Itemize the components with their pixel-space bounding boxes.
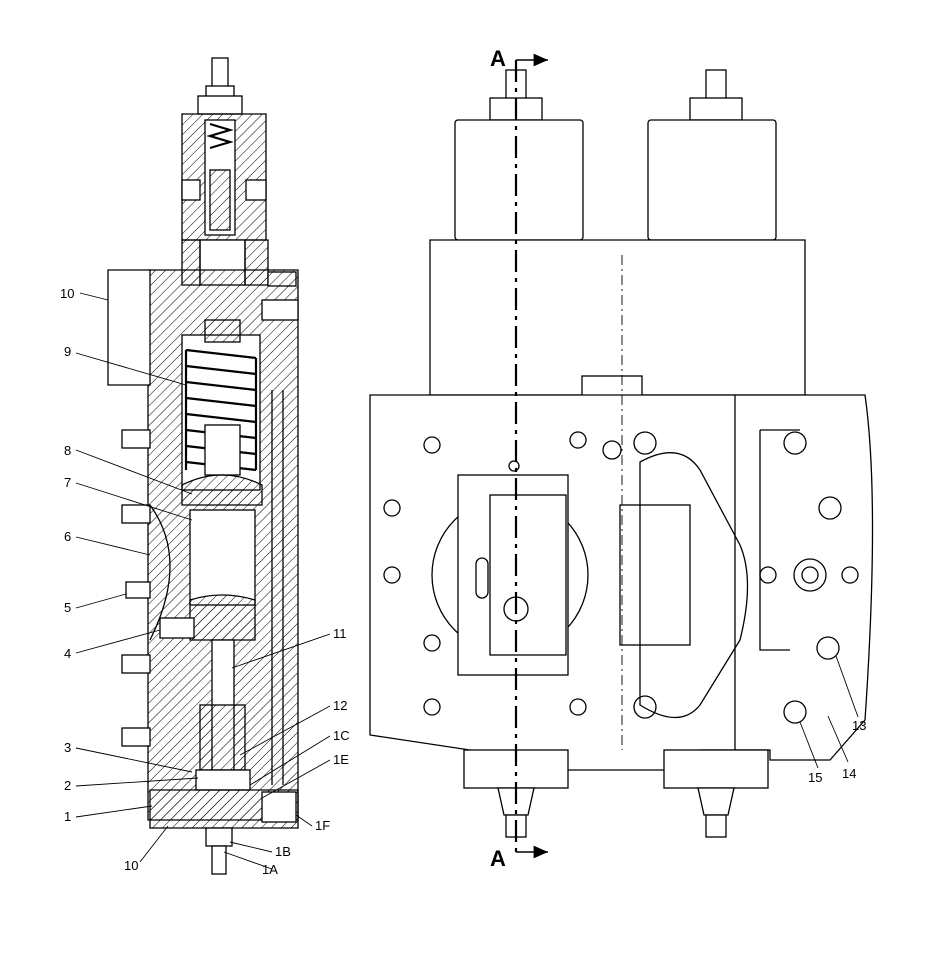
cylinder-bore — [189, 509, 256, 606]
label-1B: 1B — [275, 844, 291, 859]
spring-guide — [204, 424, 241, 476]
bolt-4 — [121, 727, 151, 747]
label-7: 7 — [64, 475, 71, 490]
label-1: 1 — [64, 809, 71, 824]
curved-port — [149, 504, 171, 641]
bottom-block-right — [663, 749, 769, 789]
label-11: 11 — [333, 626, 347, 641]
section-label-bottom: A — [490, 846, 506, 871]
label-10-bottom: 10 — [124, 858, 138, 873]
bolt-5 — [125, 581, 151, 599]
plate-slot-small — [475, 557, 489, 599]
end-cap-screw — [261, 791, 297, 823]
label-1C: 1C — [333, 728, 350, 743]
bolt-3 — [121, 654, 151, 674]
pin-4 — [159, 617, 195, 639]
plate-slot — [489, 494, 567, 656]
callout-labels: 10 9 8 7 6 5 4 3 2 1 10 11 12 1C 1E 1F 1… — [60, 46, 866, 877]
label-13: 13 — [852, 718, 866, 733]
top-stem — [211, 57, 229, 89]
cap-right — [689, 97, 743, 121]
label-1A: 1A — [262, 862, 278, 877]
bolt-holes — [383, 431, 859, 724]
right-bolt — [261, 299, 299, 321]
solenoid-right — [647, 119, 777, 241]
label-12: 12 — [333, 698, 347, 713]
pilot-spool — [209, 169, 231, 231]
bottom-tip-right — [705, 814, 727, 838]
stem-right — [705, 69, 727, 101]
label-8: 8 — [64, 443, 71, 458]
right-panel — [734, 395, 800, 750]
shaft-sleeve — [199, 704, 246, 771]
label-1F: 1F — [315, 818, 330, 833]
label-5: 5 — [64, 600, 71, 615]
cover-plate-top — [107, 269, 151, 386]
label-2: 2 — [64, 778, 71, 793]
label-15: 15 — [808, 770, 822, 785]
label-9: 9 — [64, 344, 71, 359]
external-view — [369, 53, 874, 859]
bottom-seal — [195, 769, 251, 791]
side-port-left — [181, 179, 201, 201]
end-cap — [149, 789, 299, 829]
bottom-taper-right — [697, 787, 735, 816]
leader-lines-left — [75, 292, 331, 870]
side-port-right — [245, 179, 267, 201]
solenoid-left — [454, 119, 584, 241]
bottom-stem — [211, 845, 227, 875]
section-label-top: A — [490, 46, 506, 71]
bolt-2 — [121, 504, 151, 524]
top-cap — [197, 95, 243, 115]
label-6: 6 — [64, 529, 71, 544]
pin-top — [508, 460, 520, 472]
bottom-nut — [205, 827, 233, 847]
label-14: 14 — [842, 766, 856, 781]
piston-head — [181, 474, 263, 506]
label-10-top: 10 — [60, 286, 74, 301]
bolt-1 — [121, 429, 151, 449]
port-window — [619, 504, 691, 646]
section-view — [107, 57, 299, 875]
label-1E: 1E — [333, 752, 349, 767]
valve-block — [429, 239, 806, 396]
label-4: 4 — [64, 646, 71, 661]
port-boss — [639, 452, 749, 718]
lower-piston — [189, 594, 256, 641]
spring-seat-top — [204, 319, 241, 343]
label-3: 3 — [64, 740, 71, 755]
pilot-spring — [206, 122, 234, 150]
mounting-plate — [457, 474, 569, 676]
